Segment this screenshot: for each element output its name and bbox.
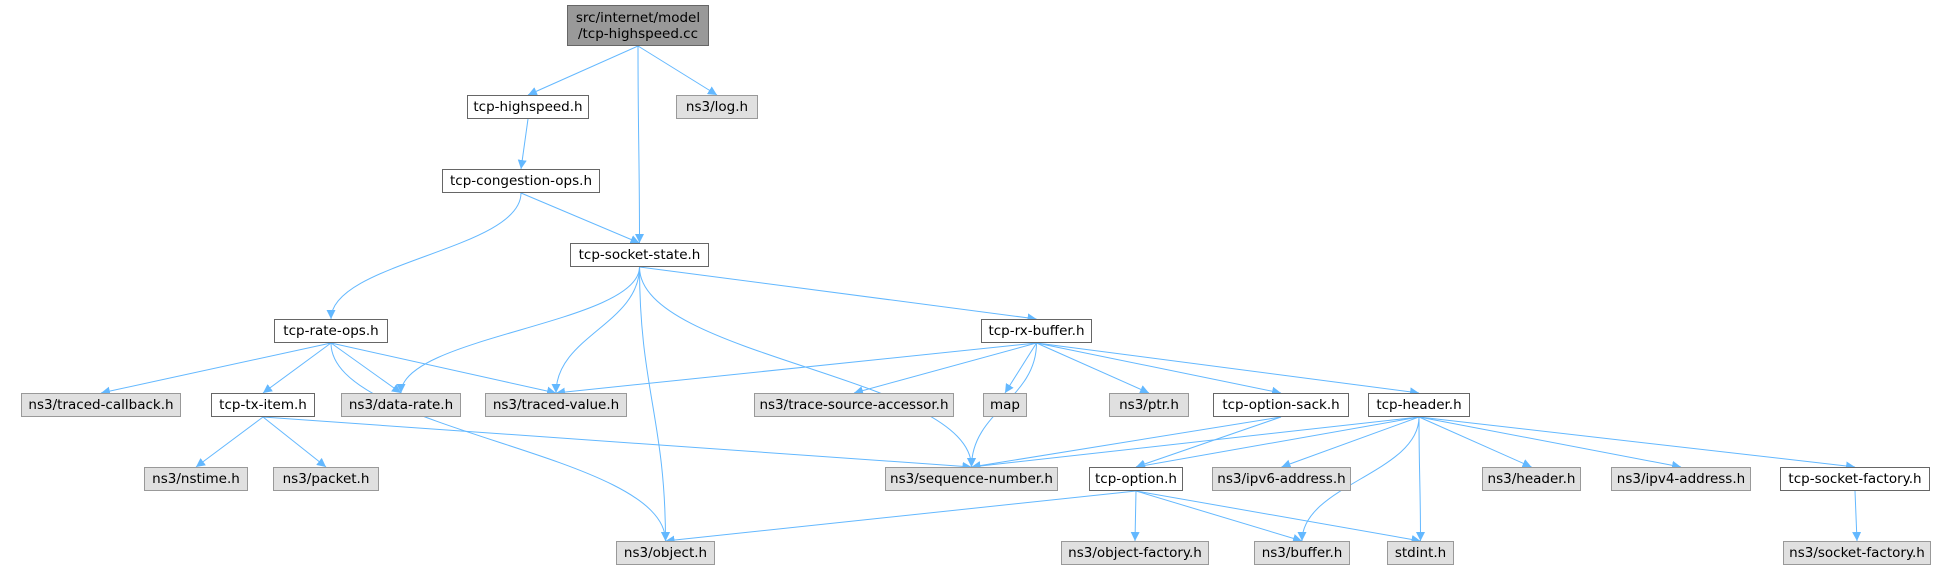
edge-tcp_header_h-to-tcp_socket_factory_h: [1418, 416, 1856, 471]
edge-tcp_rx_buffer_h-to-tcp_header_h: [1036, 342, 1420, 397]
node-ns3-packet-h: ns3/packet.h: [273, 467, 379, 491]
edge-tcp_tx_item_h-to-ns3_sequence_number_h: [262, 416, 972, 471]
node-ns3-buffer-h: ns3/buffer.h: [1254, 541, 1350, 565]
edge-tcp_option_h-to-stdint_h: [1135, 490, 1421, 544]
edge-tcp_tx_item_h-to-ns3_packet_h: [262, 416, 327, 468]
node-map: map: [983, 393, 1027, 417]
edge-tcp_header_h-to-ns3_ipv6_address_h: [1281, 416, 1420, 469]
edge-root-to-tcp_highspeed_h: [527, 45, 639, 96]
node-tcp-highspeed-h[interactable]: tcp-highspeed.h: [467, 95, 589, 119]
root-label-line-2: /tcp-highspeed.cc: [577, 25, 699, 42]
edge-tcp_highspeed_h-to-tcp_congestion_ops_h: [517, 118, 529, 170]
node-tcp-option-h[interactable]: tcp-option.h: [1089, 467, 1183, 491]
edge-tcp_option_h-to-ns3_buffer_h: [1135, 490, 1303, 543]
node-tcp-congestion-ops-h[interactable]: tcp-congestion-ops.h: [442, 169, 600, 193]
node-ns3-object-h: ns3/object.h: [616, 541, 715, 565]
node-ns3-traced-callback-h: ns3/traced-callback.h: [21, 393, 181, 417]
edge-tcp_rx_buffer_h-to-map: [1004, 342, 1037, 394]
edge-tcp_rate_ops_h-to-ns3_object_h: [330, 342, 670, 542]
edge-tcp_socket_state_h-to-ns3_traced_value_h: [551, 266, 640, 394]
edge-root-to-tcp_socket_state_h: [634, 45, 644, 244]
node-tcp-option-sack-h[interactable]: tcp-option-sack.h: [1213, 393, 1349, 417]
node-tcp-rx-buffer-h[interactable]: tcp-rx-buffer.h: [981, 319, 1092, 343]
node-ns3-object-factory-h: ns3/object-factory.h: [1061, 541, 1209, 565]
node-tcp-tx-item-h[interactable]: tcp-tx-item.h: [211, 393, 315, 417]
edge-tcp_rate_ops_h-to-ns3_traced_value_h: [330, 342, 557, 396]
node-root-tcp-highspeed-cc: src/internet/model /tcp-highspeed.cc: [567, 5, 709, 46]
node-ns3-socket-factory-h: ns3/socket-factory.h: [1783, 541, 1931, 565]
edge-tcp_option_h-to-ns3_object_factory_h: [1130, 490, 1140, 542]
edge-tcp_header_h-to-ns3_buffer_h: [1297, 416, 1420, 542]
node-stdint-h: stdint.h: [1387, 541, 1454, 565]
edge-tcp_socket_factory_h-to-ns3_socket_factory_h: [1852, 490, 1862, 542]
edge-tcp_header_h-to-ns3_header_h: [1418, 416, 1532, 468]
edge-tcp_option_sack_h-to-tcp_option_h: [1135, 416, 1282, 469]
node-tcp-rate-ops-h[interactable]: tcp-rate-ops.h: [274, 319, 388, 343]
edge-tcp_rate_ops_h-to-tcp_tx_item_h: [262, 342, 332, 394]
edge-tcp_congestion_ops_h-to-tcp_socket_state_h: [520, 192, 640, 244]
root-label-line-1: src/internet/model: [575, 9, 701, 26]
edge-tcp_rx_buffer_h-to-ns3_trace_source_accessor_h: [853, 342, 1037, 395]
edge-tcp_header_h-to-tcp_option_h: [1135, 416, 1420, 470]
node-ns3-trace-source-accessor-h: ns3/trace-source-accessor.h: [754, 393, 954, 417]
edge-tcp_rate_ops_h-to-ns3_data_rate_h: [330, 342, 402, 394]
edge-tcp_socket_state_h-to-tcp_rx_buffer_h: [639, 266, 1037, 323]
node-ns3-nstime-h: ns3/nstime.h: [144, 467, 248, 491]
node-ns3-ipv4-address-h: ns3/ipv4-address.h: [1611, 467, 1751, 491]
edge-tcp_rx_buffer_h-to-ns3_traced_value_h: [555, 342, 1037, 397]
node-ns3-header-h: ns3/header.h: [1482, 467, 1581, 491]
node-ns3-sequence-number-h: ns3/sequence-number.h: [885, 467, 1058, 491]
node-ns3-log-h: ns3/log.h: [676, 95, 758, 119]
edge-tcp_congestion_ops_h-to-tcp_rate_ops_h: [326, 192, 522, 320]
edge-tcp_rate_ops_h-to-ns3_traced_callback_h: [100, 342, 332, 396]
node-ns3-ptr-h: ns3/ptr.h: [1109, 393, 1189, 417]
edge-tcp_tx_item_h-to-ns3_nstime_h: [195, 416, 264, 468]
edge-root-to-ns3_log_h: [637, 45, 718, 96]
edge-tcp_header_h-to-ns3_sequence_number_h: [971, 416, 1420, 471]
edge-tcp_option_sack_h-to-ns3_sequence_number_h: [971, 416, 1282, 471]
node-ns3-ipv6-address-h: ns3/ipv6-address.h: [1212, 467, 1351, 491]
edge-tcp_rx_buffer_h-to-tcp_option_sack_h: [1036, 342, 1282, 396]
node-tcp-socket-factory-h[interactable]: tcp-socket-factory.h: [1780, 467, 1930, 491]
edge-tcp_header_h-to-stdint_h: [1415, 416, 1425, 542]
node-tcp-socket-state-h[interactable]: tcp-socket-state.h: [570, 243, 709, 267]
edge-tcp_header_h-to-ns3_ipv4_address_h: [1418, 416, 1682, 470]
node-ns3-traced-value-h: ns3/traced-value.h: [485, 393, 627, 417]
node-ns3-data-rate-h: ns3/data-rate.h: [341, 393, 461, 417]
edge-tcp_socket_state_h-to-ns3_data_rate_h: [396, 266, 640, 394]
node-tcp-header-h[interactable]: tcp-header.h: [1368, 393, 1470, 417]
edge-tcp_rx_buffer_h-to-ns3_ptr_h: [1036, 342, 1150, 394]
edge-tcp_socket_state_h-to-ns3_object_h: [639, 266, 670, 542]
edge-tcp_option_h-to-ns3_object_h: [665, 490, 1137, 545]
